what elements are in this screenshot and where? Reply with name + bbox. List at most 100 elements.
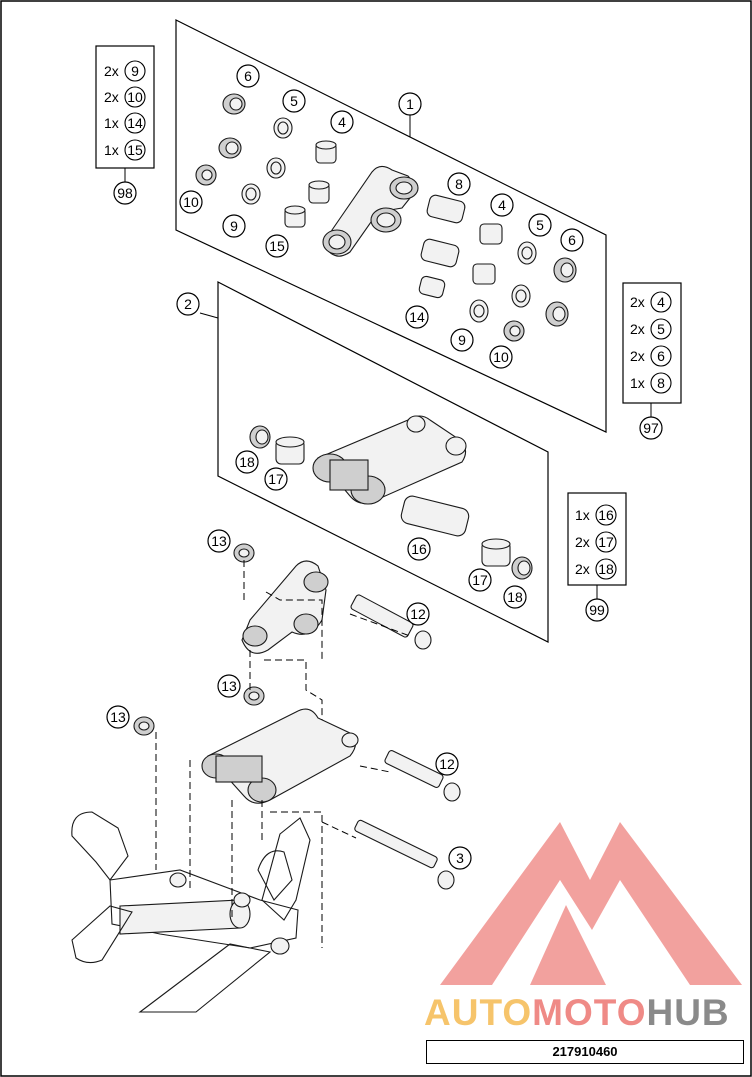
part-18-seal-left [249,425,271,449]
svg-text:12: 12 [410,606,426,622]
svg-text:14: 14 [127,115,143,131]
callout-18-b: 18 [503,585,527,609]
svg-text:16: 16 [598,507,614,523]
svg-text:17: 17 [598,534,614,550]
callout-4-a: 4 [330,110,354,134]
svg-text:1x: 1x [104,115,119,131]
svg-text:2x: 2x [104,63,119,79]
svg-text:13: 13 [110,709,126,725]
part-4-bushing-right [479,223,503,245]
svg-text:18: 18 [239,454,255,470]
svg-text:4: 4 [657,294,665,310]
callout-16: 16 [407,537,431,561]
callout-14: 14 [405,305,429,329]
part-9-washer-left [241,183,261,205]
callout-1: 1 [398,92,422,116]
callout-13-c: 13 [106,705,130,729]
svg-text:15: 15 [269,238,285,254]
svg-text:16: 16 [411,541,427,557]
callout-10-b: 10 [489,345,513,369]
part-5-washer-left [273,117,293,139]
svg-text:98: 98 [117,185,133,201]
svg-text:18: 18 [598,561,614,577]
part-9-washer-right [469,299,489,323]
part-13-nut-low [133,716,155,736]
svg-text:1: 1 [406,96,414,112]
part-8-pin-upper [426,194,466,224]
svg-text:9: 9 [458,332,466,348]
part-6-bearing-left-2 [218,137,242,159]
part-10-seal-right [503,320,525,342]
frame-section [71,811,311,1013]
watermark-wordmark: AUTOMOTOHUB [424,992,730,1034]
svg-text:9: 9 [230,218,238,234]
svg-text:14: 14 [409,309,425,325]
svg-text:10: 10 [183,194,199,210]
part-5-washer-left-2 [266,157,286,179]
svg-text:15: 15 [127,142,143,158]
svg-text:5: 5 [536,217,544,233]
svg-text:8: 8 [657,375,665,391]
part-6-bearing-right-2 [545,301,569,327]
callout-4-b: 4 [490,193,514,217]
svg-text:18: 18 [507,589,523,605]
svg-text:1x: 1x [575,507,590,523]
part-1-lever-link [322,165,419,257]
kit-97-box: 2x 4 2x 5 2x 6 1x 8 97 [622,282,682,440]
callout-2: 2 [176,292,200,316]
part-17-bushing-left [275,436,305,465]
svg-text:2x: 2x [575,561,590,577]
svg-text:2x: 2x [104,89,119,105]
watermark-auto: AUTO [424,992,533,1033]
svg-text:4: 4 [498,197,506,213]
svg-text:5: 5 [290,93,298,109]
callout-18-a: 18 [235,450,259,474]
callout-13-a: 13 [207,529,231,553]
watermark-logo [440,822,742,985]
diagram-code: 217910460 [552,1044,618,1059]
part-5-washer-right [517,241,537,265]
part-14-pin [418,275,446,299]
callout-17-a: 17 [264,467,288,491]
kit-98-box: 2x 9 2x 10 1x 14 1x 15 98 [95,45,155,205]
assembled-lever-link [241,560,329,654]
part-15-bushing [284,205,306,228]
svg-text:2x: 2x [575,534,590,550]
part-17-bushing-right [481,538,511,567]
svg-text:1x: 1x [104,142,119,158]
watermark-hub: HUB [646,992,730,1033]
part-10-seal-left [195,164,217,186]
part-6-bearing-left [222,93,246,115]
svg-text:10: 10 [127,89,143,105]
group-1-panel [175,19,607,433]
group-2-panel [217,281,549,643]
part-4-bushing-right-2 [472,263,496,285]
svg-text:3: 3 [456,850,464,866]
callout-5-a: 5 [282,89,306,113]
callout-5-b: 5 [528,213,552,237]
watermark-moto: MOTO [532,992,647,1033]
callout-8: 8 [447,172,471,196]
part-16-pin [400,495,470,537]
callout-9-b: 9 [450,328,474,352]
part-18-seal-right [511,556,533,580]
svg-text:2x: 2x [630,294,645,310]
part-4-bushing-left [315,140,337,164]
assembly-guide-lines [155,560,411,948]
svg-text:12: 12 [439,756,455,772]
svg-text:17: 17 [472,572,488,588]
part-6-bearing-right [553,257,577,283]
part-2-pull-rod [312,415,467,505]
kit-99-box: 1x 16 2x 17 2x 18 99 [567,492,627,622]
callout-15: 15 [265,234,289,258]
part-13-nut-mid [243,686,265,706]
part-12-bolt-upper [350,594,432,650]
svg-text:2: 2 [184,296,192,312]
callout-17-b: 17 [468,568,492,592]
svg-text:1x: 1x [630,375,645,391]
callout-6-a: 6 [236,64,260,88]
assembled-pull-rod [201,708,359,804]
part-3-bolt [354,819,455,890]
